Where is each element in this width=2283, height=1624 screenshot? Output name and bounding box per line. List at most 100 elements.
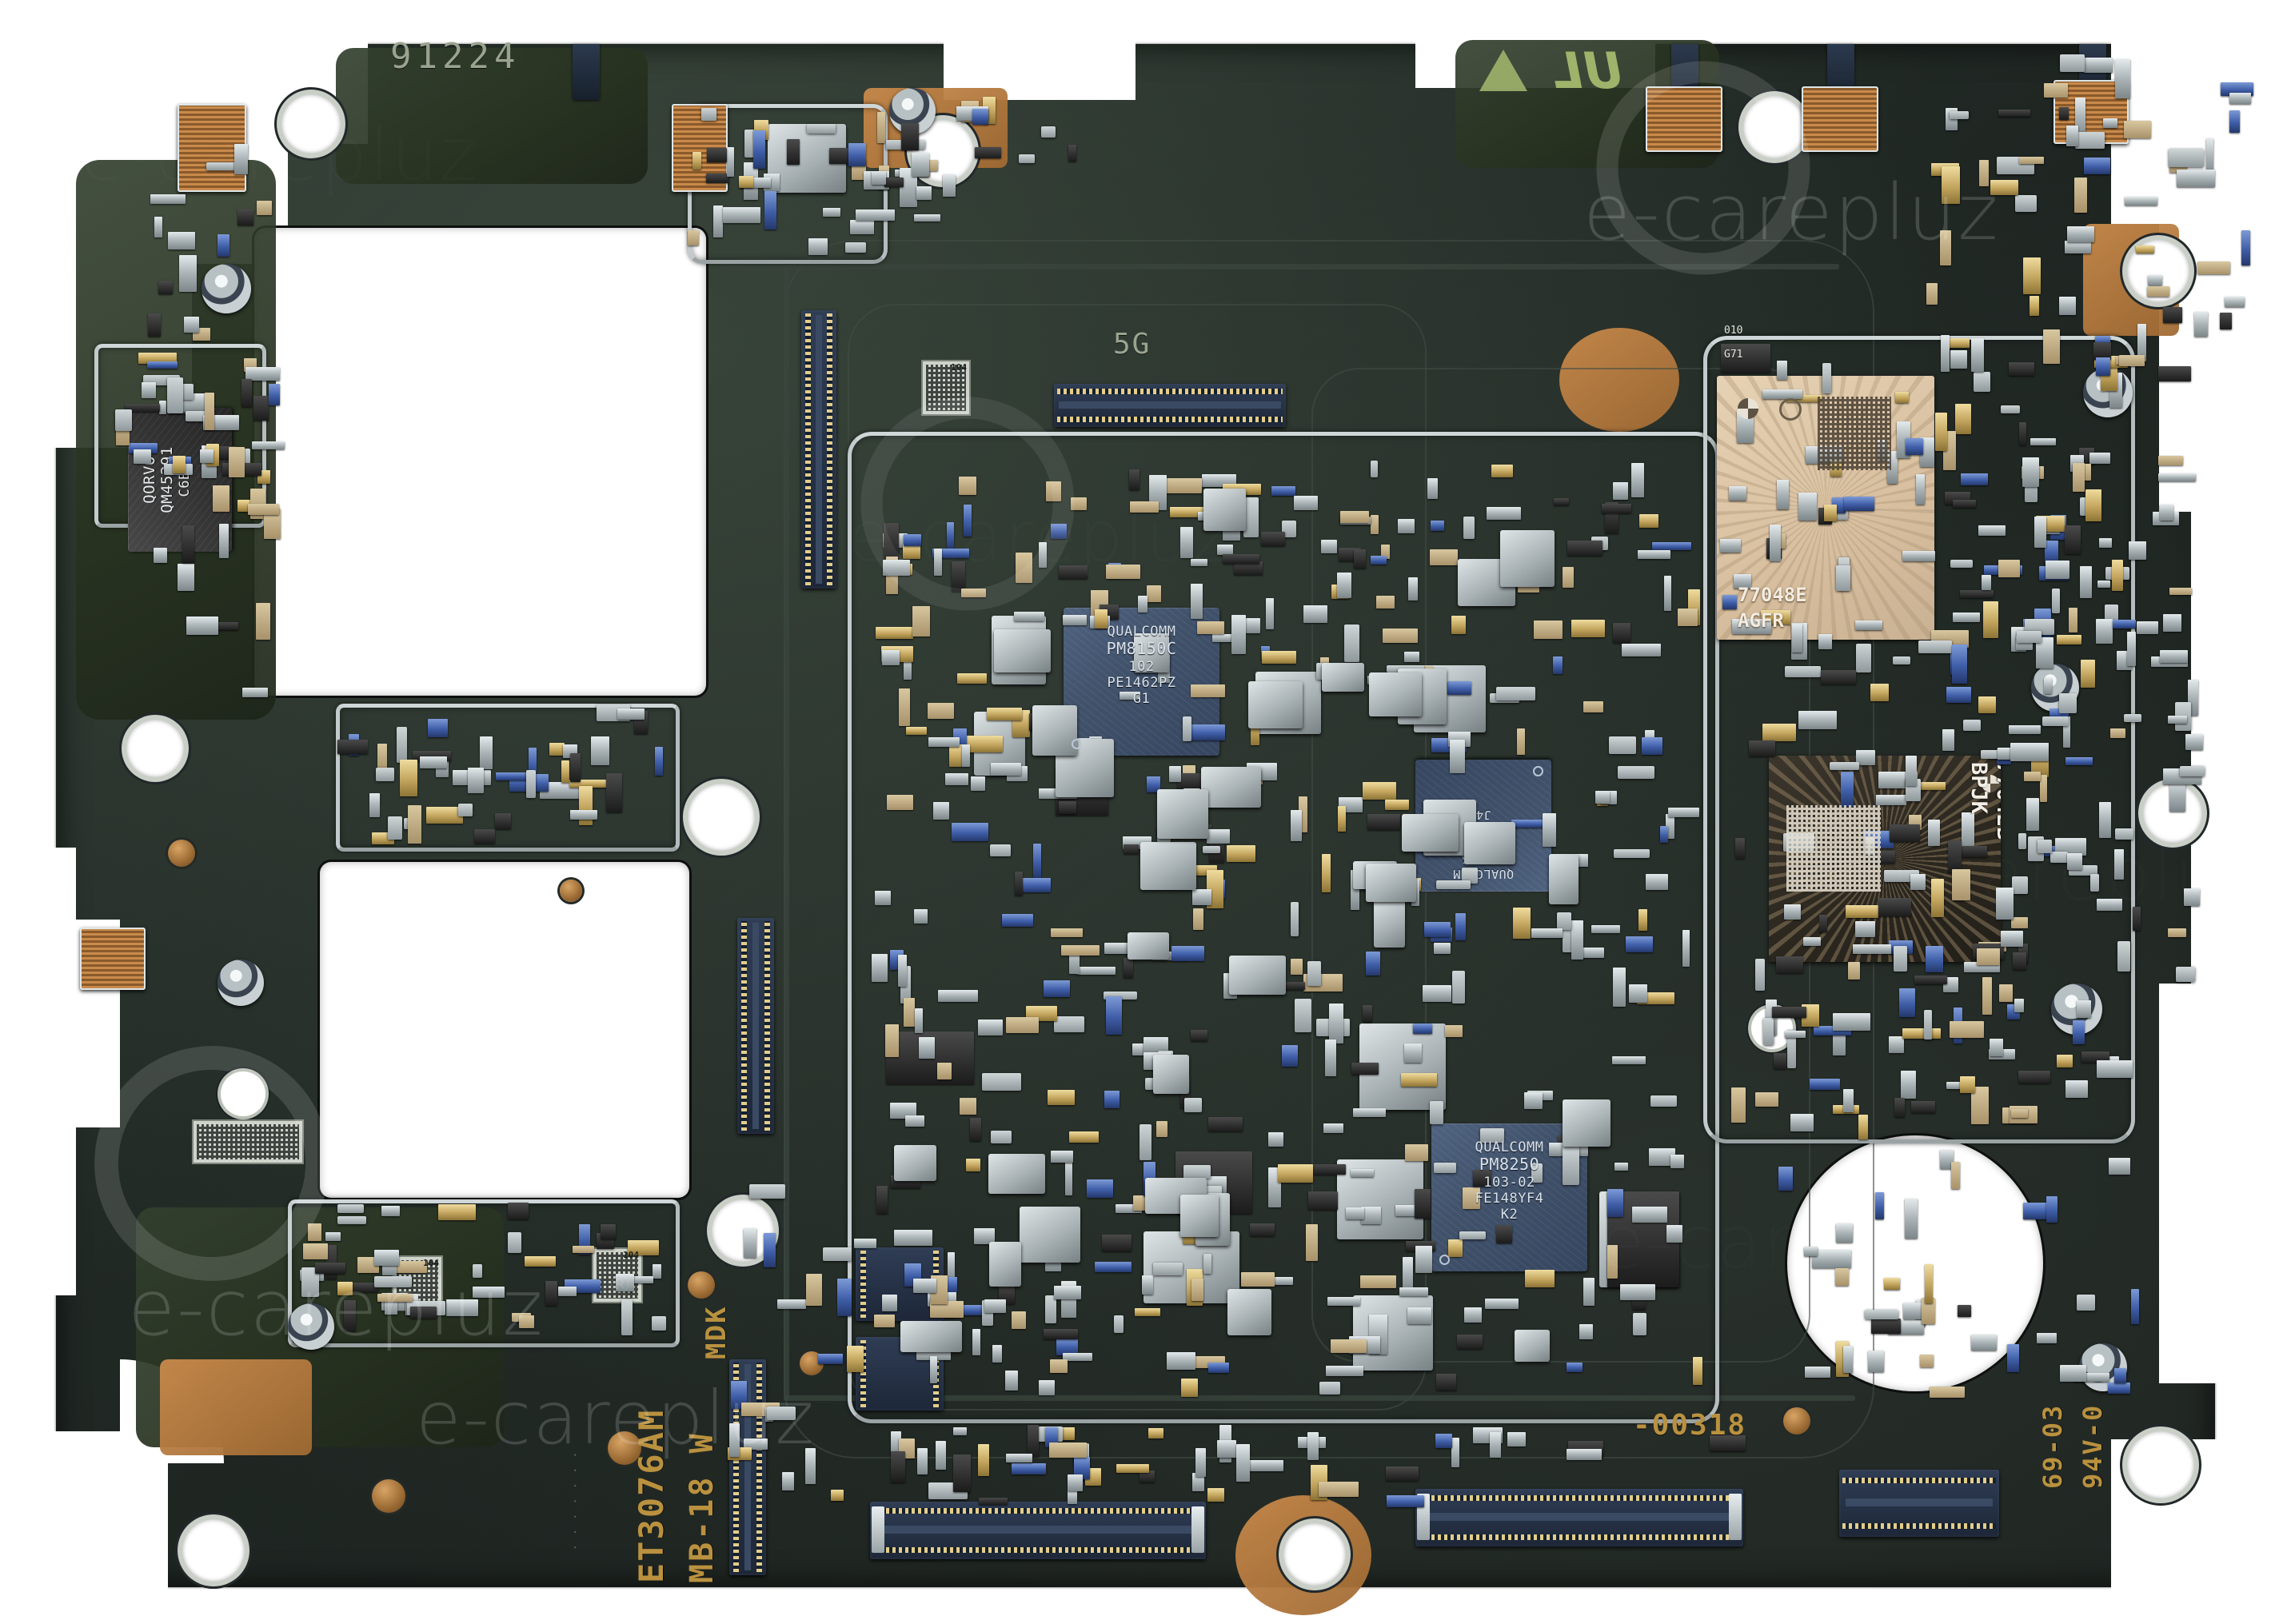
ul-mark-icon: UL: [1551, 42, 1623, 100]
smd-component: [901, 123, 919, 150]
smd-component: [1946, 1082, 1966, 1089]
smd-component: [1906, 756, 1917, 786]
smd-component: [1371, 461, 1378, 477]
board-outline-mask: [2191, 448, 2283, 1008]
smd-component: [1803, 937, 1821, 946]
smd-component: [2037, 1333, 2057, 1343]
smd-component: [1496, 1225, 1512, 1243]
smd-component: [2176, 967, 2195, 982]
smd-component: [837, 1279, 852, 1316]
smd-component: [970, 1118, 981, 1141]
smd-component: [2241, 230, 2250, 265]
smd-component: [1051, 524, 1067, 539]
smd-component: [374, 1250, 399, 1266]
fpc-connector-bottom-right[interactable]: [1415, 1489, 1743, 1546]
connector-center-rail: [1846, 1498, 1993, 1506]
smd-component: [1620, 1284, 1655, 1300]
smd-component: [1187, 724, 1225, 740]
smd-component: [1167, 1352, 1195, 1370]
smd-component: [1331, 1339, 1367, 1353]
smd-component: [2050, 852, 2068, 863]
smd-component: [884, 523, 899, 561]
smd-component: [1901, 1071, 1916, 1099]
smd-component: [1048, 1090, 1075, 1105]
fpc-connector-left-upper[interactable]: [737, 918, 774, 1134]
smd-component: [930, 1356, 937, 1383]
smd-component: [1323, 1123, 1343, 1133]
smd-component: [410, 1307, 437, 1319]
smd-component: [2045, 541, 2058, 564]
smd-component: [1430, 1101, 1443, 1124]
smd-component: [1948, 840, 1962, 872]
smd-component: [1609, 736, 1636, 754]
smd-component: [1353, 1108, 1386, 1117]
smd-component: [900, 168, 917, 207]
smd-component: [991, 1131, 1012, 1143]
smd-component: [2105, 605, 2118, 623]
smd-component: [1790, 1114, 1814, 1131]
smd-component: [1448, 1239, 1463, 1257]
smd-component: [1962, 812, 1974, 850]
smd-component: [1613, 482, 1628, 500]
smd-component: [1812, 1250, 1851, 1268]
smd-component: [990, 844, 1011, 856]
smd-component: [1261, 532, 1285, 546]
smd-component: [2113, 620, 2136, 628]
smd-component: [2026, 798, 2039, 831]
connector-pins: [873, 1547, 1203, 1553]
smd-component: [1408, 577, 1418, 601]
smd-shield-can: [1500, 530, 1555, 587]
smd-component: [2124, 121, 2151, 138]
smd-component: [1894, 946, 1907, 972]
mount-hole-left-mid: [126, 720, 184, 777]
smd-component: [713, 205, 723, 237]
smd-component: [906, 727, 927, 735]
smd-component: [1930, 1387, 1965, 1398]
smd-component: [1250, 1223, 1275, 1236]
fpc-connector-small-upper[interactable]: [856, 1247, 944, 1321]
smd-component: [2023, 257, 2041, 294]
connector-pins: [733, 1363, 739, 1572]
smd-component: [253, 396, 269, 421]
smd-component: [1319, 1382, 1340, 1395]
smd-component: [1234, 561, 1263, 575]
silk-flame-rating: 94V-0: [2077, 1403, 2108, 1489]
rf-coax-connector-topleft: [202, 264, 251, 313]
shield-fence-center: [848, 432, 1719, 1423]
fpc-connector-display[interactable]: [801, 310, 836, 589]
smd-component: [115, 409, 132, 431]
smd-component: [1971, 1335, 1997, 1351]
smd-component: [1868, 1351, 1884, 1372]
fpc-connector-top-center[interactable]: [1054, 384, 1286, 427]
smd-component: [2042, 716, 2069, 726]
smd-component: [1039, 1380, 1055, 1395]
smd-component: [1534, 620, 1563, 639]
trace-horizontal-top: [720, 264, 1839, 269]
smd-component: [1670, 1155, 1684, 1168]
fpc-connector-bottom-far-right[interactable]: [1839, 1470, 1999, 1537]
smd-component: [974, 1228, 995, 1244]
smd-component: [125, 404, 160, 412]
smd-component: [1846, 905, 1878, 918]
smd-component: [808, 238, 828, 255]
fpc-connector-bottom-left[interactable]: [870, 1502, 1206, 1559]
smd-component: [1005, 1371, 1018, 1391]
smd-component: [1749, 740, 1775, 756]
smd-component: [1871, 1319, 1901, 1334]
smd-component: [688, 230, 699, 245]
smd-component: [154, 217, 162, 237]
smd-component: [1054, 1286, 1081, 1299]
smd-component: [1626, 936, 1653, 952]
smd-component: [978, 1444, 989, 1476]
smd-component: [1792, 624, 1802, 652]
smd-component: [1366, 952, 1380, 976]
smd-component: [601, 1224, 616, 1239]
mount-hole-top-left: [281, 94, 341, 154]
smd-component: [1602, 504, 1631, 513]
rf-coax-connector-bottomleft: [288, 1303, 334, 1350]
smd-component: [1028, 1425, 1039, 1457]
connector-latch: [872, 1506, 884, 1553]
smd-component: [1152, 952, 1187, 960]
smd-component: [1065, 1158, 1072, 1195]
connector-pins: [1419, 1495, 1740, 1501]
